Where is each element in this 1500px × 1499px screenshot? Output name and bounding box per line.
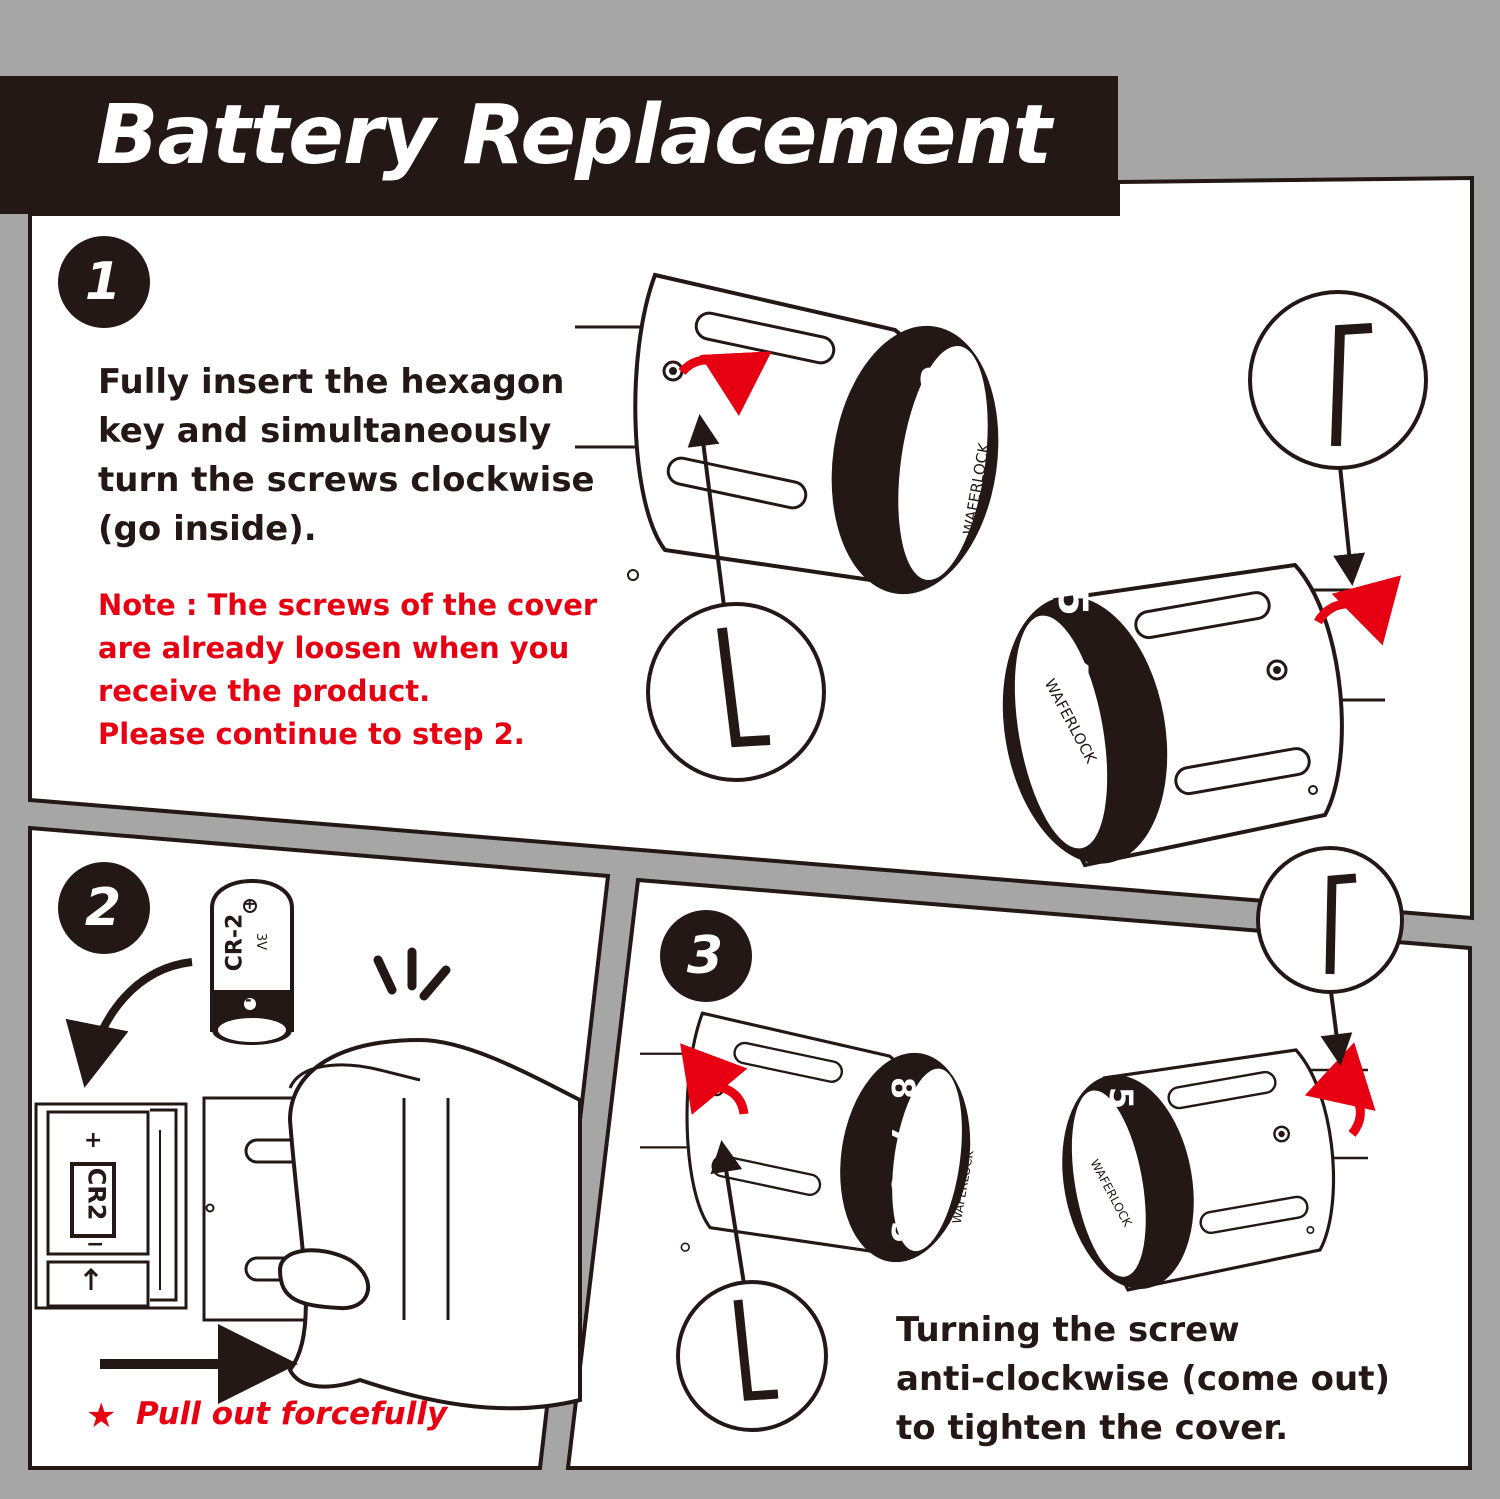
step3-instructions: Turning the screw anti-clockwise (come o… bbox=[896, 1306, 1390, 1453]
dial-digit: 7 bbox=[409, 1134, 444, 1156]
note-line: Note : The screws of the cover bbox=[98, 588, 598, 622]
step1-number: 1 bbox=[84, 252, 122, 312]
dial-digit: 2 bbox=[1102, 1242, 1140, 1266]
battery-plus: + bbox=[243, 894, 257, 913]
note-line: are already loosen when you bbox=[98, 631, 570, 665]
dial-numbers-pulled: 7 6 5 bbox=[404, 1110, 448, 1320]
dial-digit: 2 bbox=[1049, 780, 1095, 808]
dial-digit: 7 bbox=[911, 423, 957, 451]
step1-instructions: Fully insert the hexagon key and simulta… bbox=[98, 358, 595, 554]
slot-label: CR2 bbox=[82, 1167, 111, 1221]
step1-line: turn the screws clockwise bbox=[98, 460, 595, 500]
rotate-arrow-icon bbox=[680, 1043, 749, 1115]
dial-digit: 5 bbox=[409, 1274, 444, 1296]
dial-digit: 5 bbox=[884, 1220, 922, 1244]
step2-number: 2 bbox=[84, 878, 122, 938]
hand bbox=[287, 1037, 582, 1411]
dial-digit: 5 bbox=[1102, 1086, 1140, 1110]
note-line: Please continue to step 2. bbox=[98, 717, 525, 751]
title-bar bbox=[0, 76, 1118, 214]
hex-key-icon bbox=[646, 602, 826, 782]
rotate-arrow-icon bbox=[1304, 1042, 1376, 1137]
step1-line: key and simultaneously bbox=[98, 411, 552, 451]
hex-key-icon bbox=[676, 1280, 828, 1432]
slot-plus: + bbox=[84, 1128, 103, 1153]
dial-digit: 8 bbox=[884, 1076, 922, 1100]
step3-line: to tighten the cover. bbox=[896, 1408, 1289, 1448]
dial-digit: 6 bbox=[911, 481, 957, 509]
step3-line: anti-clockwise (come out) bbox=[896, 1359, 1391, 1399]
note-line: receive the product. bbox=[98, 674, 431, 708]
step1-line: (go inside). bbox=[98, 509, 317, 549]
step1-badge bbox=[58, 236, 150, 328]
step1-line: Fully insert the hexagon bbox=[98, 362, 565, 402]
step2-badge bbox=[58, 862, 150, 954]
step1-note: Note : The screws of the cover are alrea… bbox=[98, 584, 597, 756]
dial-digit: 5 bbox=[1049, 588, 1095, 616]
battery-label: CR-2 bbox=[222, 913, 248, 972]
rotate-arrow-icon bbox=[1314, 575, 1402, 646]
dial-digit: 7 bbox=[884, 1124, 922, 1148]
dial-numbers-front: 8 7 6 5 bbox=[904, 350, 964, 582]
battery-voltage: 3V bbox=[253, 932, 269, 951]
battery-minus: - bbox=[245, 990, 252, 1009]
dial-digit: 6 bbox=[884, 1172, 922, 1196]
step3-badge bbox=[660, 910, 752, 1002]
battery-compartment bbox=[34, 1102, 188, 1310]
rotate-arrow-icon bbox=[678, 351, 772, 416]
dial-digit: 8 bbox=[911, 365, 957, 393]
dial-digit: 6 bbox=[409, 1204, 444, 1226]
page-title: Battery Replacement bbox=[96, 88, 1052, 183]
step3-number: 3 bbox=[686, 926, 724, 986]
dial-numbers-front-step3: 8 7 6 5 bbox=[878, 1064, 928, 1256]
battery-icon bbox=[210, 879, 294, 1045]
dial-digit: 5 bbox=[911, 539, 957, 567]
star-icon: ★ bbox=[86, 1396, 117, 1436]
slot-minus: − bbox=[86, 1232, 105, 1257]
step3-line: Turning the screw bbox=[896, 1310, 1240, 1350]
pull-label: Pull out forcefully bbox=[136, 1396, 448, 1432]
